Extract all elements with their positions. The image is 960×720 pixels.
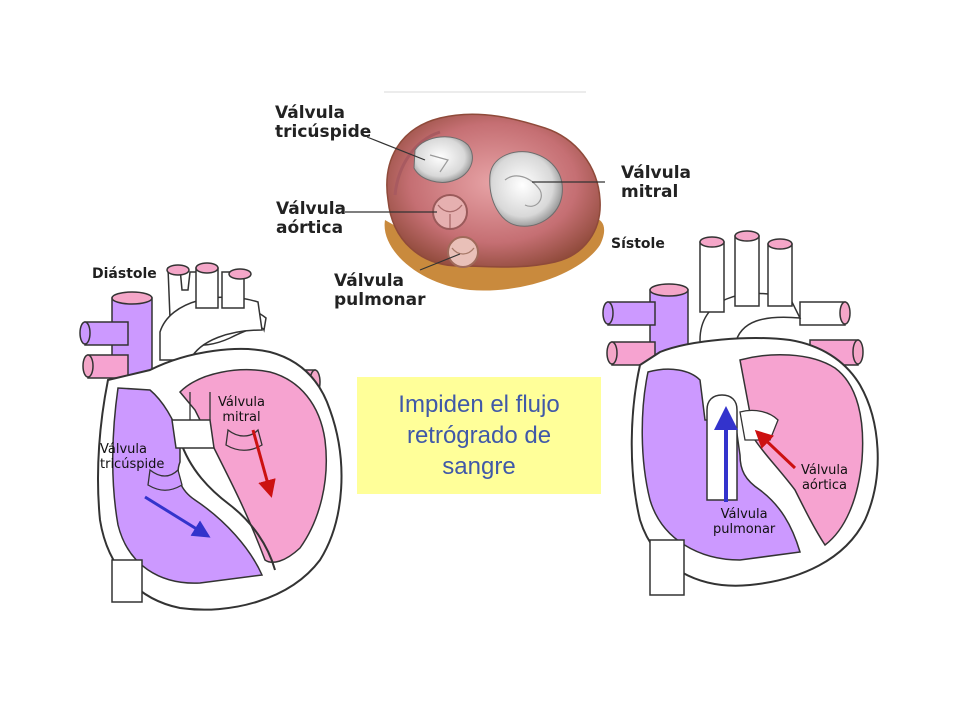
diastole-left-chamber <box>178 369 328 563</box>
systole-title: Sístole <box>611 236 665 252</box>
photo-label-mitral: Válvula mitral <box>621 163 692 202</box>
diastole-blue-arrow <box>144 495 211 538</box>
diastole-septum <box>179 439 276 571</box>
photo-label-aortic: Válvula aórtica <box>276 199 347 238</box>
note-box: Impiden el flujo retrógrado de sangre <box>357 377 601 494</box>
diastole-label-mitral: Válvula mitral <box>218 395 265 425</box>
diastole-title: Diástole <box>92 266 157 282</box>
pulmonary-valve-ring <box>447 236 479 268</box>
tricuspid-valve-opening <box>413 136 473 183</box>
photo-leader-lines <box>345 136 605 271</box>
valve-photo <box>384 91 605 291</box>
systole-label-aortic: Válvula aórtica <box>801 463 848 493</box>
diastole-tricuspid-valve <box>147 468 183 491</box>
photo-label-pulmonary: Válvula pulmonar <box>334 271 426 310</box>
diastole-red-arrow <box>251 429 276 498</box>
pulmonary-vein-left <box>87 354 129 379</box>
systole-red-arrow <box>754 429 797 470</box>
systole-left-chamber <box>739 354 864 547</box>
note-text: Impiden el flujo retrógrado de sangre <box>398 391 560 480</box>
diastole-heart <box>79 262 343 611</box>
diastole-label-tricuspid: Válvula tricúspide <box>100 442 165 472</box>
systole-inferior-vena-cava <box>649 539 685 596</box>
mitral-valve-opening <box>489 151 563 227</box>
photo-label-tricuspid: Válvula tricúspide <box>275 103 372 142</box>
pulmonary-artery-left <box>84 321 129 346</box>
systole-pulmonary-trunk <box>706 394 738 501</box>
systole-heart <box>602 230 879 596</box>
inferior-vena-cava <box>111 559 143 603</box>
systole-label-pulmonary: Válvula pulmonar <box>713 507 776 537</box>
